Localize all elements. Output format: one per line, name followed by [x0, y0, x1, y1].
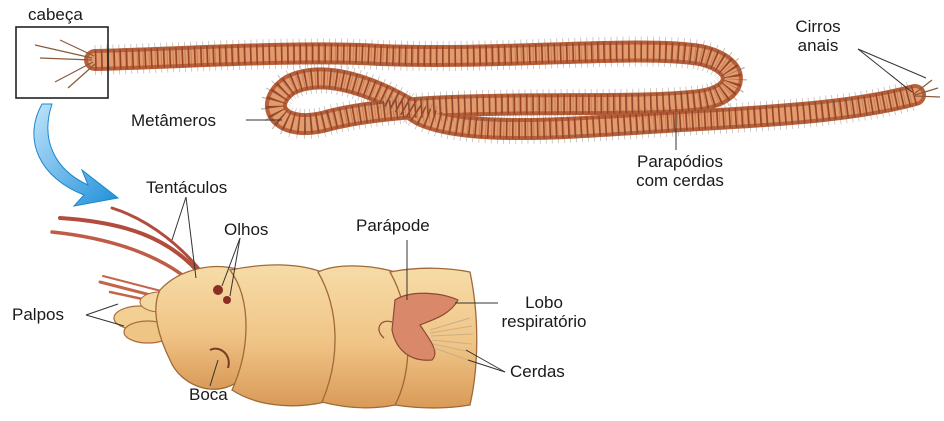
- label-cirros-line2: anais: [782, 36, 854, 55]
- label-olhos: Olhos: [224, 220, 268, 239]
- label-lobo-respiratorio: Lobo respiratório: [484, 293, 604, 331]
- label-parapodios-line1: Parapódios: [620, 152, 740, 171]
- label-cabeca: cabeça: [28, 5, 83, 24]
- label-lobo-line2: respiratório: [484, 312, 604, 331]
- zoom-arrow: [34, 104, 118, 206]
- label-boca: Boca: [189, 385, 228, 404]
- label-parapode: Parápode: [356, 216, 430, 235]
- label-parapodios-line2: com cerdas: [620, 171, 740, 190]
- label-cerdas: Cerdas: [510, 362, 565, 381]
- label-tentaculos: Tentáculos: [146, 178, 227, 197]
- worm-body: [95, 51, 915, 129]
- label-metameros: Metâmeros: [131, 111, 216, 130]
- label-lobo-line1: Lobo: [484, 293, 604, 312]
- label-cirros-anais: Cirros anais: [782, 17, 854, 55]
- label-palpos: Palpos: [12, 305, 64, 324]
- label-cirros-line1: Cirros: [782, 17, 854, 36]
- label-parapodios: Parapódios com cerdas: [620, 152, 740, 190]
